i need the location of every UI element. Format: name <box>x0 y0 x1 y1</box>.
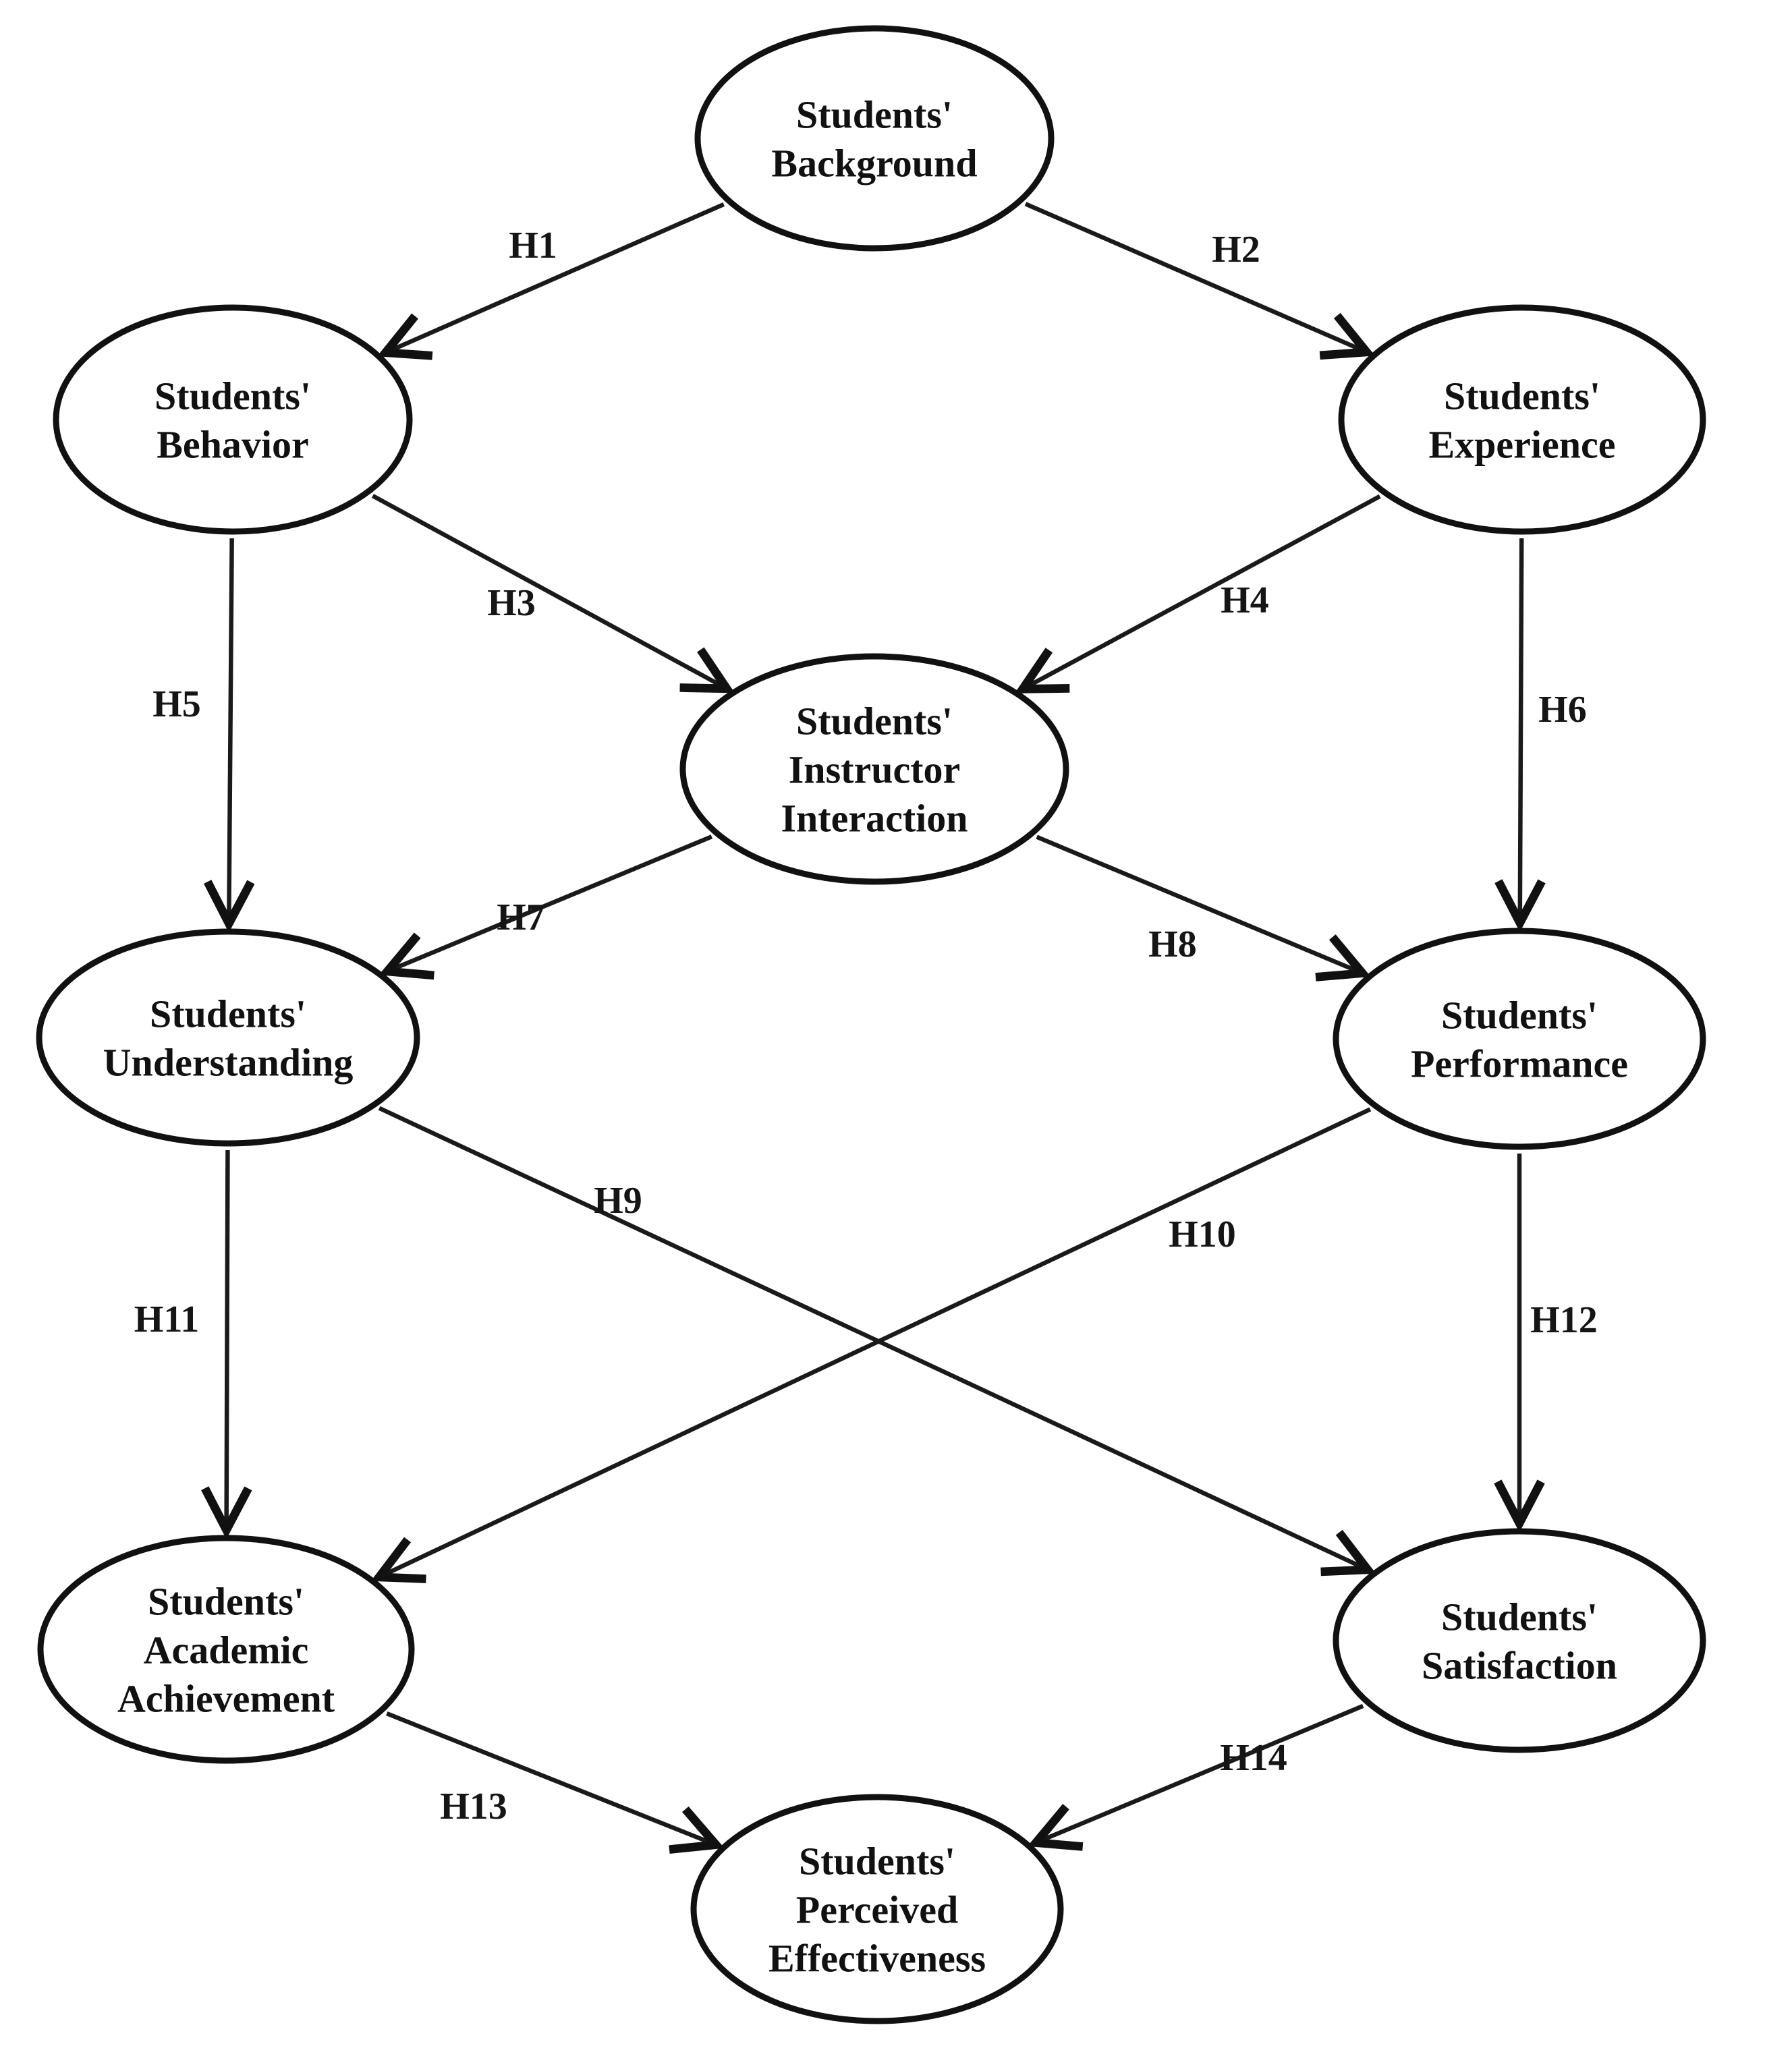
edge-label-h5: H5 <box>152 683 201 725</box>
edge-label-h11: H11 <box>134 1299 199 1340</box>
node-label-background: Students'Background <box>771 92 977 185</box>
node-ellipse-instructor_interaction <box>679 653 1069 885</box>
edge-arrow-h11 <box>227 1149 228 1530</box>
edge-arrow-h2 <box>1024 202 1367 352</box>
node-ellipse-background <box>694 25 1055 252</box>
edge-arrow-h14 <box>1036 1703 1364 1843</box>
node-ellipse-performance <box>1333 928 1706 1150</box>
edge-label-h7: H7 <box>497 897 545 938</box>
edge-label-h8: H8 <box>1148 923 1197 965</box>
node-ellipse-behavior <box>53 304 413 535</box>
node-ellipse-academic_achievement <box>37 1535 415 1764</box>
edge-label-h14: H14 <box>1220 1737 1287 1779</box>
edge-arrow-h4 <box>1023 494 1381 689</box>
node-label-satisfaction: Students'Satisfaction <box>1422 1595 1617 1687</box>
node-ellipse-satisfaction <box>1333 1528 1706 1753</box>
edge-arrow-h9 <box>378 1106 1368 1570</box>
edge-label-h13: H13 <box>440 1786 507 1827</box>
edge-label-h3: H3 <box>487 582 536 624</box>
edge-label-h12: H12 <box>1530 1299 1598 1341</box>
node-ellipse-perceived_effectiveness <box>690 1794 1064 2024</box>
edge-label-h6: H6 <box>1538 689 1587 731</box>
edge-arrow-h13 <box>386 1711 716 1845</box>
node-label-experience: Students'Experience <box>1428 374 1615 466</box>
edge-arrow-h3 <box>371 494 727 689</box>
node-ellipse-understanding <box>36 928 420 1147</box>
edge-arrow-h8 <box>1036 834 1363 973</box>
edge-label-h1: H1 <box>509 225 557 266</box>
edge-label-h10: H10 <box>1169 1214 1236 1255</box>
edge-label-h4: H4 <box>1221 579 1269 621</box>
edge-arrow-h6 <box>1520 538 1521 923</box>
node-label-understanding: Students'Understanding <box>103 992 354 1084</box>
edge-arrow-h5 <box>229 538 231 923</box>
node-label-behavior: Students'Behavior <box>155 374 311 466</box>
node-ellipse-experience <box>1338 304 1706 535</box>
edge-label-h2: H2 <box>1212 229 1260 271</box>
node-label-performance: Students'Performance <box>1411 993 1628 1085</box>
edge-label-h9: H9 <box>594 1180 642 1222</box>
edge-arrow-h7 <box>387 834 713 971</box>
edge-arrow-h1 <box>385 202 725 353</box>
edge-arrow-h10 <box>379 1107 1372 1576</box>
